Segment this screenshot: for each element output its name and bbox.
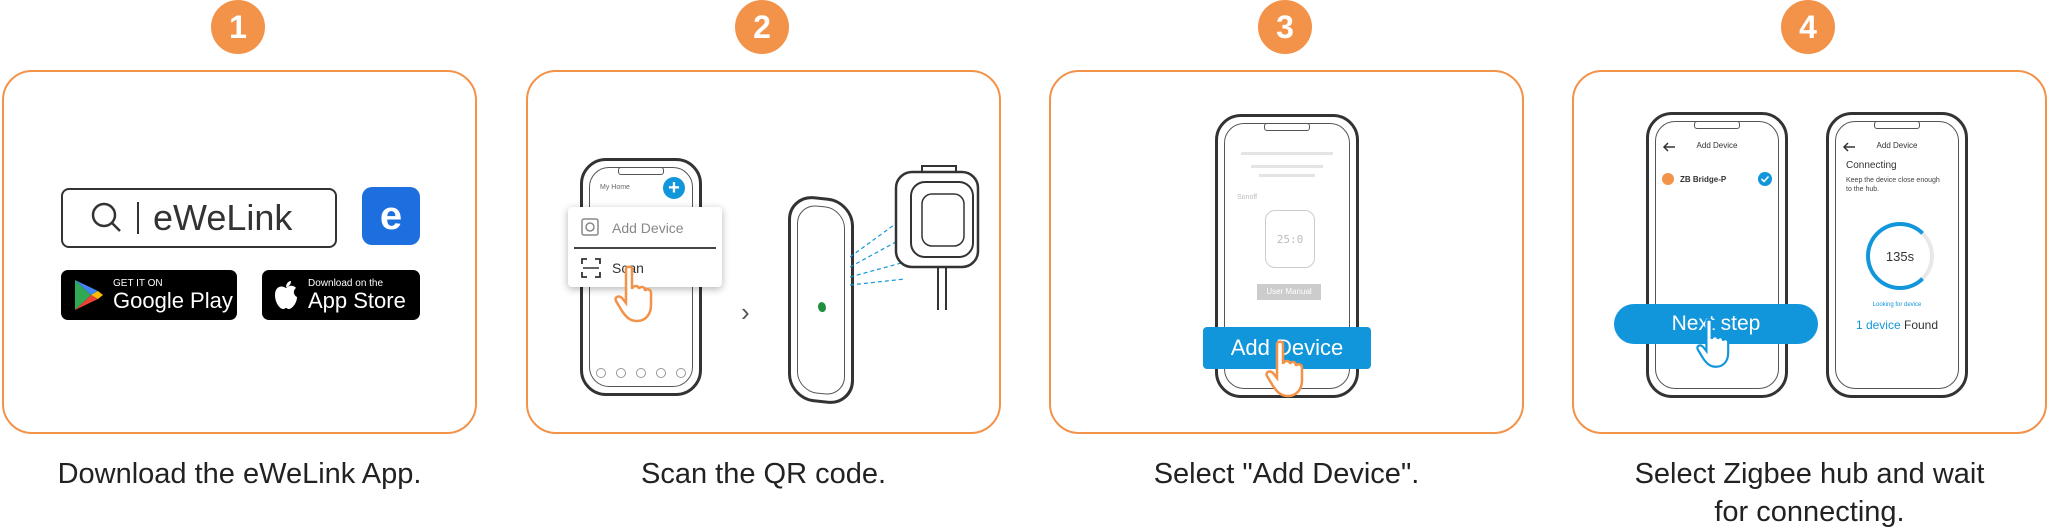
phone-camera: [788, 193, 854, 407]
screen-title: Add Device: [1876, 141, 1918, 150]
google-play-icon: [75, 280, 103, 310]
step-caption: Scan the QR code.: [640, 458, 887, 490]
step-3-panel: Sonoff 25:0 User Manual Add Device: [1049, 70, 1524, 434]
menu-add-device-label: Add Device: [612, 220, 684, 236]
menu-add-device[interactable]: Add Device: [568, 213, 722, 243]
google-play-badge[interactable]: GET IT ON Google Play: [61, 270, 237, 320]
search-text: eWeLink: [153, 197, 293, 238]
step-4: 4 Add Device ZB Bridge-P: [1572, 0, 2047, 532]
connecting-hint: Keep the device close enough to the hub.: [1846, 177, 1940, 193]
search-separator: [137, 202, 139, 234]
next-step-button-label: Next step: [1671, 312, 1761, 335]
scan-icon: [581, 258, 601, 278]
device-image: 25:0: [1265, 210, 1315, 268]
hand-pointer-icon: [1265, 340, 1304, 398]
phone-notch: [1264, 123, 1310, 131]
brand-label: Sonoff: [1237, 194, 1258, 201]
bottom-nav: [596, 368, 686, 378]
phone-connecting: Add Device Connecting Keep the device cl…: [1826, 112, 1968, 398]
step-number-badge: 2: [735, 0, 789, 54]
screen-title: Add Device: [1696, 141, 1738, 150]
app-store-big-text: App Store: [308, 287, 406, 313]
ewelink-logo-icon: e: [362, 187, 420, 245]
add-device-button[interactable]: Add Device: [1203, 327, 1371, 369]
user-manual-button[interactable]: User Manual: [1257, 284, 1321, 300]
device-row[interactable]: ZB Bridge-P: [1662, 170, 1772, 188]
step-number-badge: 1: [211, 0, 265, 54]
phone-header: My Home: [600, 184, 630, 191]
back-arrow-icon[interactable]: [1662, 142, 1676, 152]
phone-notch: [1874, 121, 1920, 129]
search-box: eWeLink: [61, 188, 337, 248]
phone-screen: Add Device ZB Bridge-P: [1655, 121, 1779, 389]
step-2: 2 My Home + Add Devic: [526, 0, 1001, 532]
back-arrow-icon[interactable]: [1842, 142, 1856, 152]
add-device-icon: [581, 218, 599, 236]
chevron: ›: [741, 297, 750, 327]
google-play-small-text: GET IT ON: [113, 277, 163, 289]
step-caption-line-2: for connecting.: [1714, 496, 1905, 528]
found-row: 1 device Found: [1836, 318, 1958, 332]
step-2-panel: My Home + Add Device: [526, 70, 1001, 434]
apple-icon: [275, 281, 297, 309]
zigbee-hub-icon: [894, 165, 980, 310]
phone-notch: [1694, 121, 1740, 129]
found-count: 1 device: [1855, 318, 1901, 332]
camera-screen: [797, 203, 845, 397]
countdown-ring: 135s: [1866, 222, 1934, 290]
countdown-timer: 135s: [1885, 248, 1915, 264]
step-1: 1 eWeLink e GET IT ON Google Play: [2, 0, 477, 532]
menu-divider: [574, 247, 716, 249]
check-icon: [1758, 172, 1772, 186]
step-1-panel: eWeLink e GET IT ON Google Play Downl: [2, 70, 477, 434]
device-time: 25:0: [1276, 232, 1304, 246]
step-caption: Select Zigbee hub and wait for connectin…: [1552, 455, 2048, 531]
google-play-big-text: Google Play: [113, 287, 233, 313]
logo-letter: e: [379, 194, 403, 238]
step-4-panel: Add Device ZB Bridge-P Add Device: [1572, 70, 2047, 434]
add-menu-popup: Add Device Scan: [568, 207, 722, 287]
step-number-badge: 4: [1781, 0, 1835, 54]
step-caption-line-1: Select Zigbee hub and wait: [1634, 458, 1985, 490]
step-caption: Download the eWeLink App.: [57, 458, 422, 490]
phone-notch: [618, 167, 664, 175]
step-number-badge: 3: [1258, 0, 1312, 54]
search-icon: [91, 202, 121, 232]
step-3: 3 Sonoff 25:0 User Manual Add Device: [1049, 0, 1524, 532]
app-store-small-text: Download on the: [308, 277, 384, 289]
qr-dot: [818, 301, 826, 313]
looking-label: Looking for device: [1872, 302, 1922, 308]
device-name: ZB Bridge-P: [1680, 174, 1727, 184]
device-icon: [1662, 173, 1674, 185]
connecting-label: Connecting: [1846, 160, 1897, 171]
step-caption: Select "Add Device".: [1153, 458, 1420, 490]
add-device-button-label: Add Device: [1230, 335, 1344, 360]
found-label: Found: [1904, 318, 1939, 332]
hand-pointer-icon: [1696, 318, 1730, 368]
plus-icon[interactable]: +: [663, 177, 685, 199]
faded-lines: [1241, 152, 1333, 177]
hand-pointer-icon: [614, 265, 653, 323]
phone-screen: Add Device Connecting Keep the device cl…: [1835, 121, 1959, 389]
app-store-badge[interactable]: Download on the App Store: [262, 270, 420, 320]
